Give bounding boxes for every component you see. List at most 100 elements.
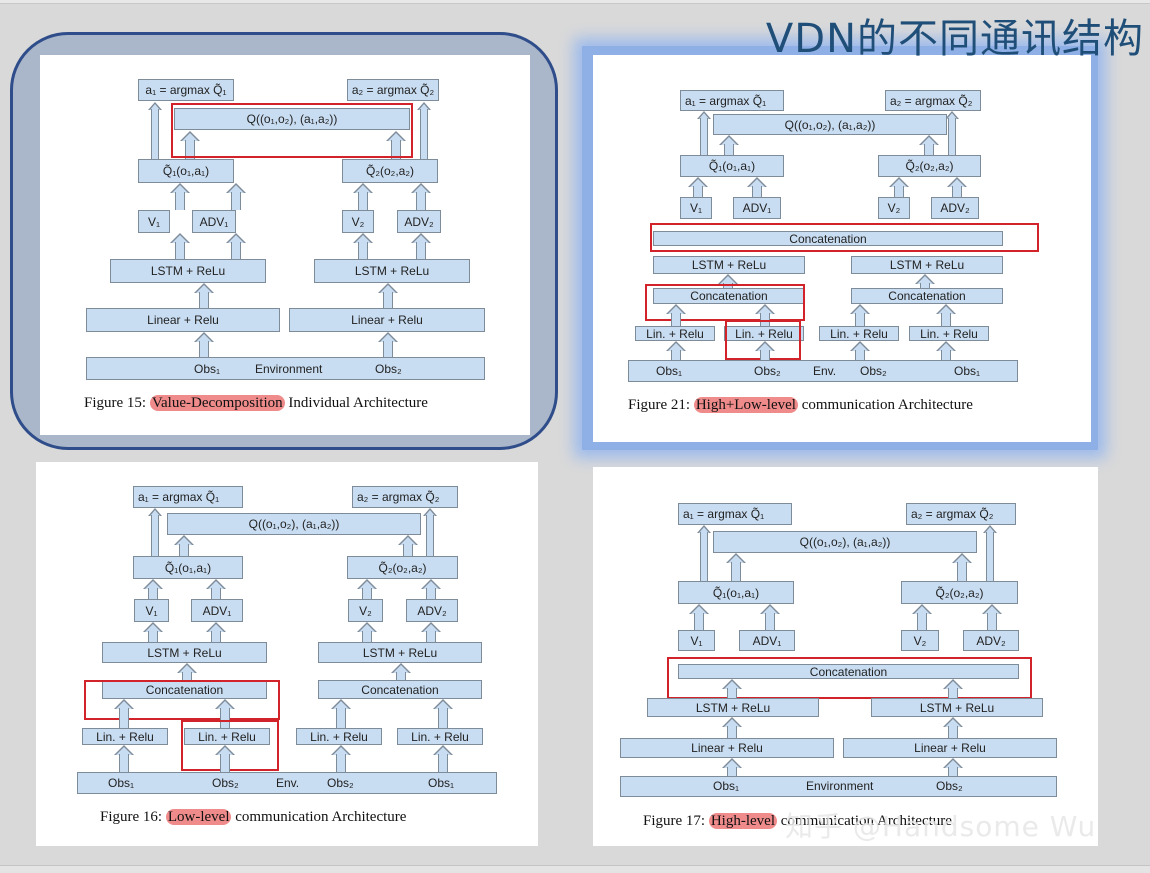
arrow-up-icon [919,135,939,161]
arrow-up-icon [915,274,935,288]
arrow-up-icon [947,177,967,199]
lin-relu-c-box: Lin. + Relu [296,728,382,745]
arrow-up-icon [747,177,767,199]
arrow-up-icon [943,717,963,739]
arrow-up-icon [194,332,214,358]
arrow-up-icon [398,535,418,557]
arrow-up-icon [411,183,431,210]
arrow-up-icon [697,111,711,161]
arrow-up-icon [433,745,453,772]
linear-1-box: Linear + Relu [620,738,834,758]
lstm-1-box: LSTM + ReLu [647,698,819,717]
bottom-border [0,865,1150,873]
arrow-up-icon [421,622,441,643]
environment-bar [86,357,485,380]
joint-q-box: Q((o₁,o₂), (a₁,a₂)) [174,108,410,130]
figure-17-caption: Figure 17: High-level communication Arch… [643,813,952,829]
highlight-joint-q [171,103,413,158]
arrow-up-icon [170,233,190,260]
v1-box: V₁ [678,630,715,651]
environment-label: Environment [255,362,323,376]
arrow-up-icon [423,508,437,558]
lin-relu-b-box: Lin. + Relu [724,326,804,341]
environment-bar [77,772,497,794]
arrow-up-icon [952,553,972,589]
q1-box: Q̃₁(o₁,a₁) [138,159,234,183]
action-1-box: a₁ = argmax Q̃₁ [680,90,784,111]
env-label: Env. [813,364,837,378]
concatenation-high-box: Concatenation [678,664,1019,679]
obs-b-label: Obs₂ [212,776,239,790]
adv1-box: ADV₁ [733,197,781,219]
arrow-up-icon [936,304,956,326]
lstm-1-box: LSTM + ReLu [653,256,805,274]
arrow-up-icon [697,525,711,589]
arrow-up-icon [411,233,431,260]
adv2-box: ADV₂ [397,210,441,233]
top-border [0,0,1150,4]
arrow-up-icon [760,604,780,631]
v1-box: V₁ [138,210,170,233]
joint-q-box: Q((o₁,o₂), (a₁,a₂)) [713,531,977,553]
arrow-up-icon [148,102,162,160]
highlight-concat [84,680,280,720]
arrow-up-icon [378,332,398,358]
arrow-up-icon [215,745,235,772]
arrow-up-icon [174,535,194,557]
arrow-up-icon [912,604,932,631]
arrow-up-icon [143,622,163,643]
arrow-up-icon [850,304,870,326]
figure-15-panel: a₁ = argmax Q̃₁ a₂ = argmax Q̃₂ Q((o₁,o₂… [40,55,530,435]
lstm-2-box: LSTM + ReLu [871,698,1043,717]
highlight-lin-relu [181,720,279,771]
action-2-box: a₂ = argmax Q̃₂ [885,90,981,111]
concatenation-2-box: Concatenation [318,680,482,699]
figure-17-panel: a₁ = argmax Q̃₁ a₂ = argmax Q̃₂ Q((o₁,o₂… [593,467,1098,846]
v1-box: V₁ [680,197,712,219]
concatenation-2-box: Concatenation [851,288,1003,304]
arrow-up-icon [206,622,226,643]
action-1-box: a₁ = argmax Q̃₁ [678,503,792,525]
arrow-up-icon [936,341,956,360]
watermark: 知乎 @Handsome Wu [785,810,1097,843]
arrow-up-icon [357,622,377,643]
arrow-up-icon [226,183,246,210]
obs-d-label: Obs₁ [954,364,981,378]
env-label: Env. [276,776,300,790]
slide-title: VDN的不同通讯结构 [765,16,1144,62]
arrow-up-icon [417,102,431,160]
arrow-up-icon [180,131,200,159]
arrow-up-icon [722,717,742,739]
figure-15-caption: Figure 15: Value-Decomposition Individua… [84,395,428,411]
arrow-up-icon [722,758,742,778]
lstm-1-box: LSTM + ReLu [102,642,267,663]
adv2-box: ADV₂ [406,599,458,622]
arrow-up-icon [850,341,870,360]
figure-16-caption: Figure 16: Low-level communication Archi… [100,809,407,825]
arrow-up-icon [353,183,373,210]
arrow-up-icon [357,579,377,600]
figure-21-panel: a₁ = argmax Q̃₁ a₂ = argmax Q̃₂ Q((o₁,o₂… [593,55,1091,442]
q2-box: Q̃₂(o₂,a₂) [878,155,981,177]
arrow-up-icon [391,663,411,681]
action-2-box: a₂ = argmax Q̃₂ [906,503,1016,525]
arrow-up-icon [666,304,686,326]
figure-16-panel: a₁ = argmax Q̃₁ a₂ = argmax Q̃₂ Q((o₁,o₂… [36,462,538,846]
arrow-up-icon [726,553,746,589]
caption-highlight: High-level [708,813,777,829]
v2-box: V₂ [348,599,383,622]
lin-relu-d-box: Lin. + Relu [909,326,989,341]
arrow-up-icon [170,183,190,210]
arrow-up-icon [148,508,162,558]
arrow-up-icon [755,341,775,360]
highlight-high-concat [650,223,1039,252]
arrow-up-icon [983,525,997,589]
arrow-up-icon [421,579,441,600]
joint-q-box: Q((o₁,o₂), (a₁,a₂)) [167,513,421,535]
lin-relu-c-box: Lin. + Relu [819,326,899,341]
q1-box: Q̃₁(o₁,a₁) [133,556,243,579]
q1-box: Q̃₁(o₁,a₁) [680,155,784,177]
arrow-up-icon [689,604,709,631]
arrow-up-icon [114,745,134,772]
arrow-up-icon [433,699,453,729]
